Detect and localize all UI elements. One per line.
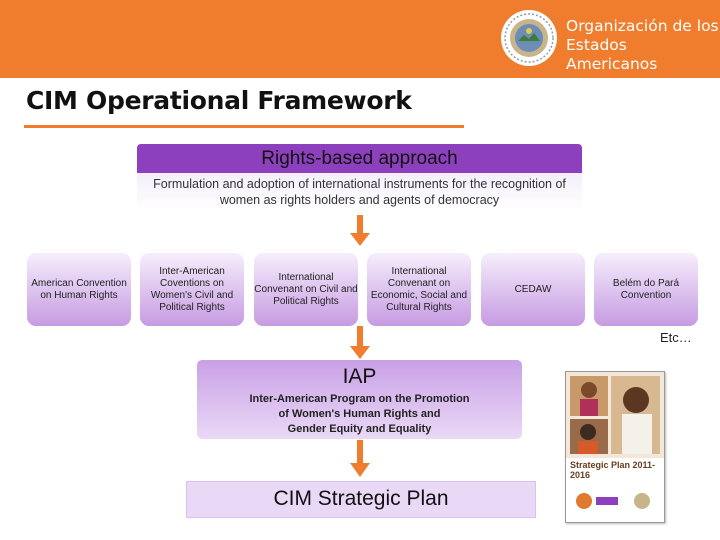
instrument-label: American Convention on Human Rights: [31, 277, 127, 301]
down-arrow-icon: [350, 215, 370, 246]
cover-photo-collage: [566, 372, 664, 458]
iap-title: IAP: [342, 365, 377, 388]
instrument-label: International Convenant on Economic, Soc…: [370, 265, 468, 313]
instrument-label: Belém do Pará Convention: [612, 277, 680, 301]
instrument-box: Belém do Pará Convention: [594, 253, 698, 326]
strategic-plan-cover-image: Strategic Plan 2011-2016: [565, 371, 665, 523]
instrument-box: International Convenant on Civil and Pol…: [254, 253, 358, 326]
rights-box-header: [137, 144, 582, 173]
oas-seal-icon: [501, 10, 557, 66]
iap-box: IAP Inter-American Program on the Promot…: [197, 360, 522, 439]
instrument-box: International Convenant on Economic, Soc…: [367, 253, 471, 326]
instrument-label: Inter-American Coventions on Women's Civ…: [150, 265, 234, 313]
instrument-label: International Convenant on Civil and Pol…: [254, 271, 358, 307]
strategic-plan-title: CIM Strategic Plan: [273, 487, 449, 510]
organization-name: Organización de los Estados Americanos: [566, 17, 719, 73]
etc-label: Etc…: [660, 330, 692, 345]
title-underline: [24, 125, 464, 128]
header-bar: Organización de los Estados Americanos: [0, 0, 720, 78]
iap-subtitle: Inter-American Program on the Promotion …: [249, 393, 470, 435]
instrument-box: CEDAW: [481, 253, 585, 326]
down-arrow-icon: [350, 440, 370, 477]
instrument-label: CEDAW: [514, 283, 552, 295]
instrument-box: Inter-American Coventions on Women's Civ…: [140, 253, 244, 326]
slide-title: CIM Operational Framework: [26, 86, 412, 115]
rights-box-subtitle: Formulation and adoption of internationa…: [153, 177, 566, 207]
cover-logos: [576, 493, 650, 509]
rights-box-title: Rights-based approach: [261, 148, 458, 169]
strategic-plan-box: CIM Strategic Plan: [186, 481, 536, 518]
instrument-box: American Convention on Human Rights: [27, 253, 131, 326]
rights-based-approach-box: Rights-based approach Formulation and ad…: [137, 144, 582, 212]
down-arrow-icon: [350, 326, 370, 359]
cover-title: Strategic Plan 2011-2016: [570, 460, 656, 480]
